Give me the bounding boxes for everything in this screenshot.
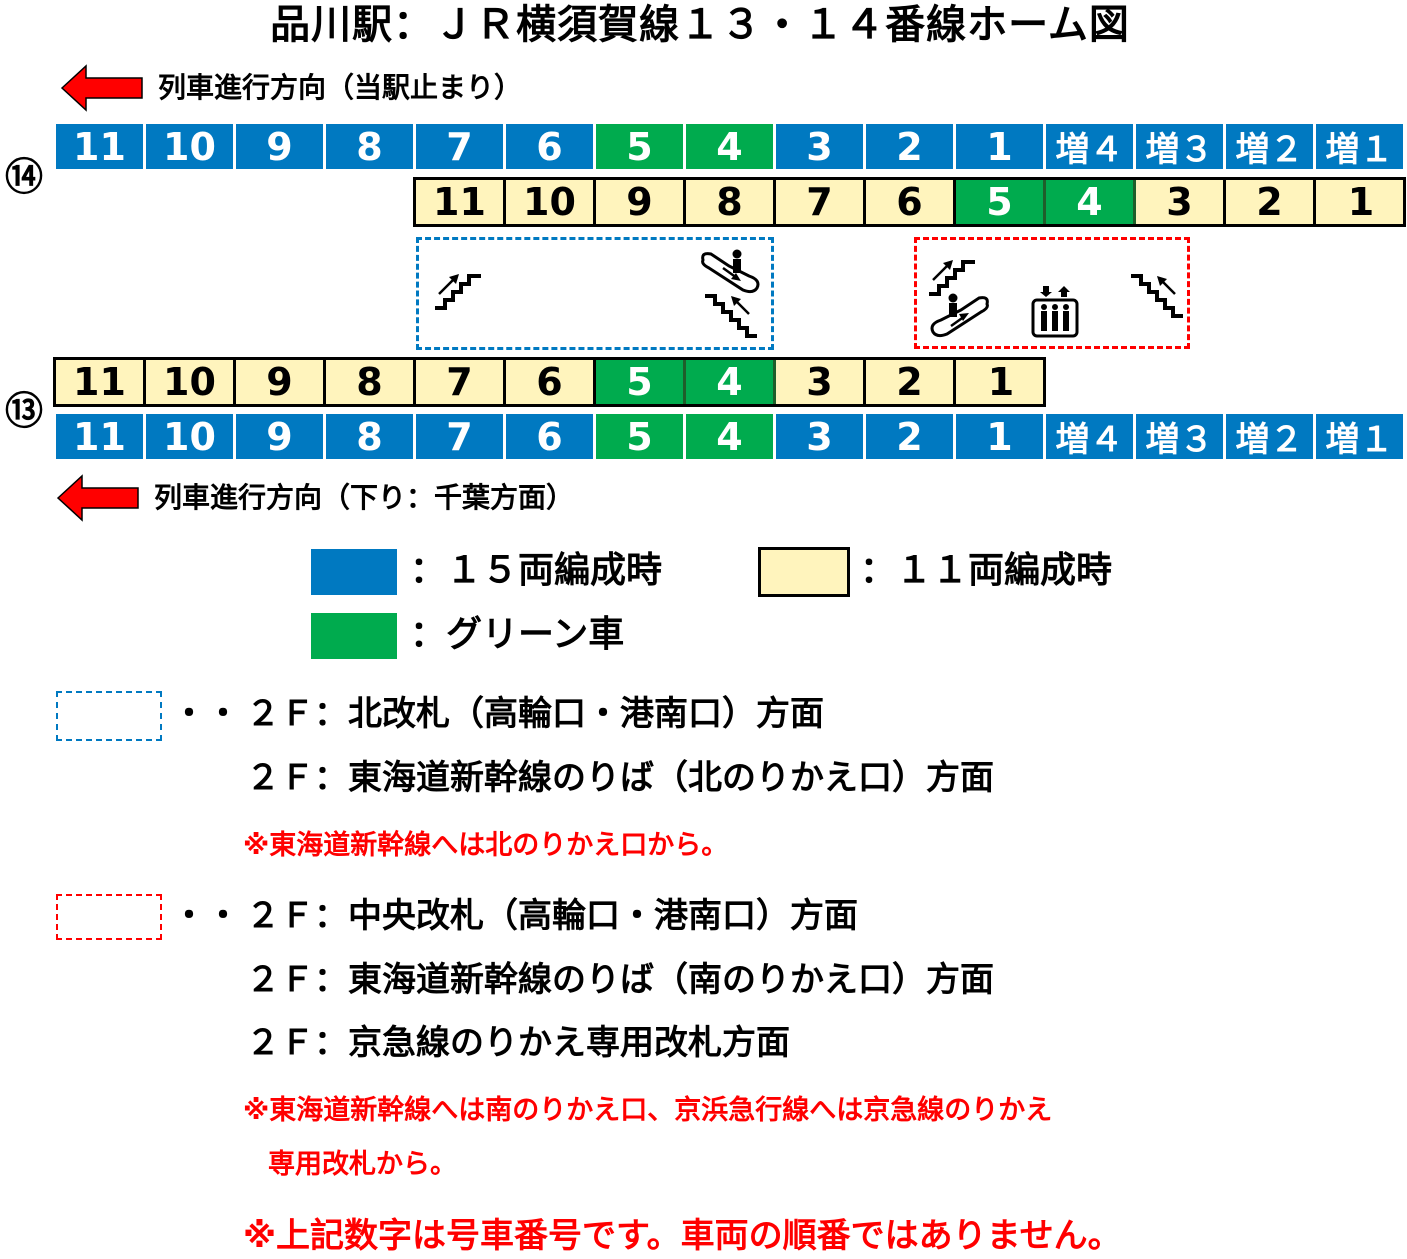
page-title: 品川駅：ＪＲ横須賀線１３・１４番線ホーム図 <box>270 2 1130 48</box>
track14-cars15: 11 10 9 8 7 6 5 4 3 2 1 増４ 増３ 増２ 増１ <box>56 124 1403 170</box>
car: 8 <box>326 360 416 404</box>
car: 6 <box>506 360 596 404</box>
car: 3 <box>1136 180 1226 224</box>
stairs-up-icon <box>1131 274 1183 318</box>
green-car: 5 <box>596 414 683 459</box>
green-car: 4 <box>686 360 776 404</box>
car: 10 <box>146 124 233 169</box>
legend-swatch-15car <box>311 549 397 595</box>
car: 6 <box>506 414 593 459</box>
north-exit-lead: ・・ <box>172 694 240 734</box>
central-exit-lead: ・・ <box>172 896 240 936</box>
car: 8 <box>686 180 776 224</box>
legend-green-label: ：グリーン車 <box>410 614 625 655</box>
central-exit-line-3: ２Ｆ：京急線のりかえ専用改札方面 <box>246 1023 790 1063</box>
extra-car: 増４ <box>1046 414 1133 460</box>
car: 10 <box>506 180 596 224</box>
extra-car: 増１ <box>1316 124 1403 170</box>
north-exit-line-2: ２Ｆ：東海道新幹線のりば（北のりかえ口）方面 <box>246 758 994 798</box>
elevator-icon <box>1031 286 1079 338</box>
central-exit-line-1: ２Ｆ：中央改札（高輪口・港南口）方面 <box>246 896 858 936</box>
legend-15car-label: ：１５両編成時 <box>410 550 663 591</box>
legend-swatch-11car <box>758 547 850 597</box>
car: 8 <box>326 414 413 459</box>
car: 6 <box>866 180 956 224</box>
car: 3 <box>776 414 863 459</box>
central-exit-line-2: ２Ｆ：東海道新幹線のりば（南のりかえ口）方面 <box>246 960 994 1000</box>
track14-cars11: 11 10 9 8 7 6 5 4 3 2 1 <box>413 177 1406 227</box>
escalator-down-icon <box>701 249 760 294</box>
car: 10 <box>146 360 236 404</box>
car: 8 <box>326 124 413 169</box>
car: 7 <box>416 360 506 404</box>
car: 3 <box>776 124 863 169</box>
left-arrow-icon <box>60 64 143 112</box>
car: 3 <box>776 360 866 404</box>
north-exit-area <box>416 237 774 350</box>
car: 7 <box>416 414 503 459</box>
extra-car: 増２ <box>1226 414 1313 460</box>
car: 2 <box>866 360 956 404</box>
car: 1 <box>1347 180 1375 224</box>
green-car: 4 <box>1046 180 1136 224</box>
car: 2 <box>1226 180 1316 224</box>
legend-north-exit-swatch <box>56 691 162 741</box>
left-arrow-icon <box>56 474 139 522</box>
north-exit-note: ※東海道新幹線へは北のりかえ口から。 <box>243 830 729 861</box>
legend-swatch-green <box>311 613 397 659</box>
track-14-label: ⑭ <box>4 154 43 199</box>
green-car: 4 <box>686 124 773 169</box>
car: 11 <box>56 414 143 459</box>
car: 11 <box>56 124 143 169</box>
green-car: 4 <box>686 414 773 459</box>
track13-cars11: 11 10 9 8 7 6 5 4 3 2 1 <box>53 357 1046 407</box>
north-exit-line-1: ２Ｆ：北改札（高輪口・港南口）方面 <box>246 694 824 734</box>
extra-car: 増３ <box>1136 124 1223 170</box>
track13-cars15: 11 10 9 8 7 6 5 4 3 2 1 増４ 増３ 増２ 増１ <box>56 414 1403 460</box>
car: 2 <box>866 414 953 459</box>
direction-bottom: 列車進行方向（下り：千葉方面） <box>54 474 574 522</box>
legend-central-exit-swatch <box>56 894 162 940</box>
extra-car: 増４ <box>1046 124 1133 170</box>
stairs-up-icon <box>705 294 757 338</box>
car: 1 <box>956 124 1043 169</box>
car: 7 <box>416 124 503 169</box>
car: 9 <box>236 124 323 169</box>
extra-car: 増３ <box>1136 414 1223 460</box>
central-exit-note-1: ※東海道新幹線へは南のりかえ口、京浜急行線へは京急線のりかえ <box>243 1095 1053 1126</box>
direction-top: 列車進行方向（当駅止まり） <box>60 64 522 112</box>
direction-bottom-label: 列車進行方向（下り：千葉方面） <box>154 481 575 514</box>
car: 6 <box>506 124 593 169</box>
car: 1 <box>956 414 1043 459</box>
footer-note: ※上記数字は号車番号です。車両の順番ではありません。 <box>243 1216 1122 1256</box>
extra-car: 増２ <box>1226 124 1313 170</box>
legend-11car-label: ：１１両編成時 <box>860 550 1113 591</box>
central-exit-note-2: 専用改札から。 <box>268 1149 457 1180</box>
car: 11 <box>56 360 146 404</box>
extra-car: 増１ <box>1316 414 1403 460</box>
car: 7 <box>776 180 866 224</box>
car: 9 <box>236 360 326 404</box>
car: 11 <box>416 180 506 224</box>
green-car: 5 <box>956 180 1046 224</box>
car: 10 <box>146 414 233 459</box>
escalator-up-icon <box>930 293 989 338</box>
green-car: 5 <box>596 360 686 404</box>
stairs-up-icon <box>929 260 975 296</box>
green-car: 5 <box>596 124 683 169</box>
car: 2 <box>866 124 953 169</box>
central-exit-area <box>914 237 1190 349</box>
direction-top-label: 列車進行方向（当駅止まり） <box>158 71 523 104</box>
track-13-label: ⑬ <box>4 388 43 433</box>
car: 1 <box>987 360 1015 404</box>
car: 9 <box>236 414 323 459</box>
car: 9 <box>596 180 686 224</box>
stairs-up-icon <box>435 274 481 310</box>
